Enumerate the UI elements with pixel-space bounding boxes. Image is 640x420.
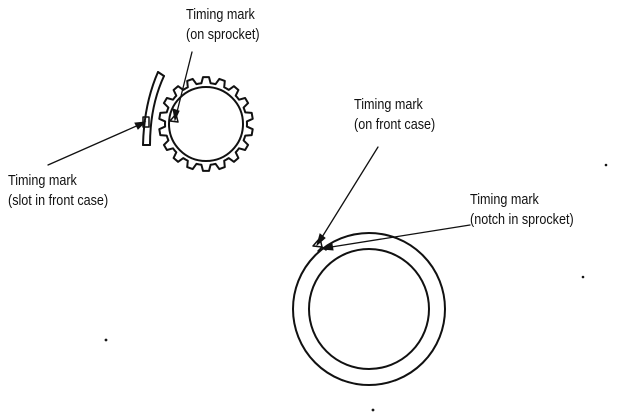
upper-sprocket-teeth: [158, 76, 254, 172]
scan-speck: [581, 275, 585, 279]
scan-speck: [371, 408, 375, 412]
front-case-segment-inner: [149, 75, 165, 146]
callout-front-case-mark-line2: (on front case): [354, 116, 436, 133]
callout-notch-mark-line2: (notch in sprocket): [470, 211, 574, 228]
arrowhead-sprocket-mark: [172, 108, 180, 122]
leader-line-slot-mark: [47, 123, 142, 166]
callout-sprocket-mark: Timing mark (on sprocket): [186, 5, 260, 45]
callout-slot-mark-line1: Timing mark: [8, 172, 77, 189]
callout-notch-mark: Timing mark (notch in sprocket): [470, 190, 574, 230]
lower-sprocket-inner-ring: [308, 248, 430, 370]
arrowhead-front-case-mark: [316, 233, 326, 247]
front-case-segment-end: [142, 71, 165, 146]
scan-speck: [604, 163, 608, 167]
upper-sprocket-hub: [168, 86, 244, 162]
sprocket-timing-mark: [169, 113, 179, 123]
callout-front-case-mark: Timing mark (on front case): [354, 95, 435, 135]
callout-slot-mark: Timing mark (slot in front case): [8, 171, 108, 211]
arrowhead-notch-mark: [320, 243, 334, 251]
leader-line-sprocket-mark: [175, 51, 193, 117]
leader-line-front-case-mark: [318, 146, 379, 243]
arrowhead-slot-mark: [134, 121, 147, 130]
scan-speck: [104, 338, 108, 342]
lower-sprocket-outer-ring: [292, 232, 446, 386]
front-case-segment-outer: [142, 71, 159, 146]
callout-notch-mark-line1: Timing mark: [470, 191, 539, 208]
callout-front-case-mark-line1: Timing mark: [354, 96, 423, 113]
callout-sprocket-mark-line2: (on sprocket): [186, 26, 260, 43]
leader-line-notch-mark: [324, 224, 471, 249]
callout-slot-mark-line2: (slot in front case): [8, 192, 109, 209]
callout-sprocket-mark-line1: Timing mark: [186, 6, 255, 23]
front-case-timing-mark: [312, 237, 323, 248]
